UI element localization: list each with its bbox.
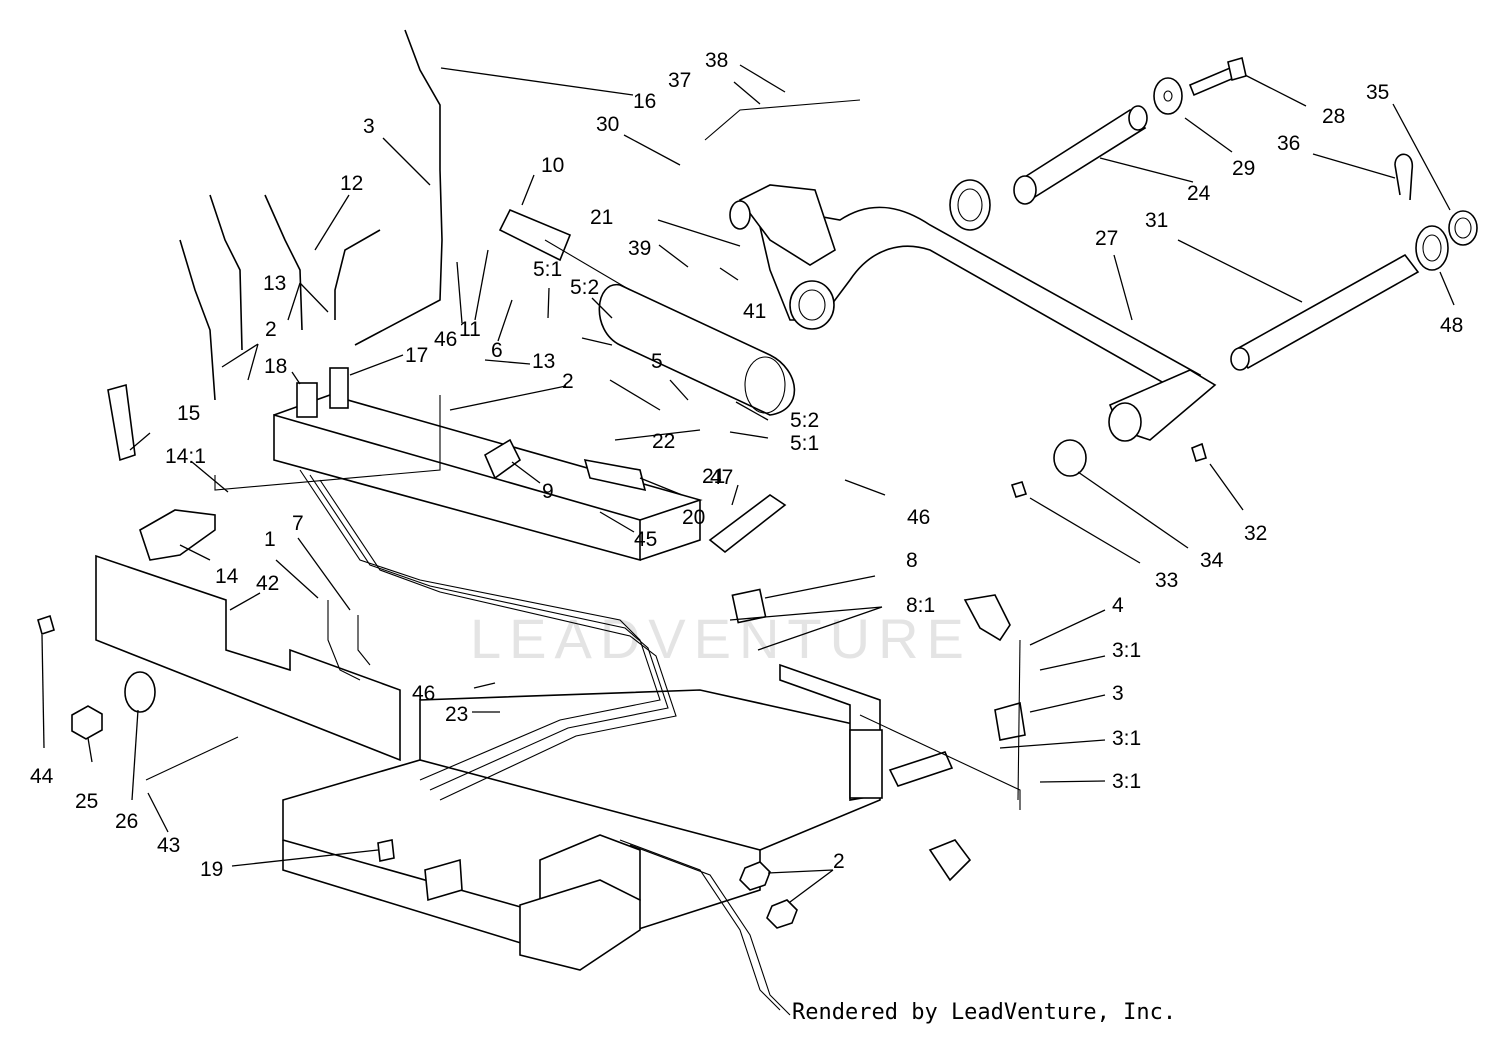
callout-46: 46	[907, 506, 930, 529]
credit-text: Rendered by LeadVenture, Inc.	[792, 1000, 1177, 1025]
callout-10: 10	[541, 154, 564, 177]
callout-8-1: 8:1	[906, 594, 935, 617]
callout-6: 6	[491, 339, 503, 362]
callout-36: 36	[1277, 132, 1300, 155]
callout-3: 3	[1112, 682, 1124, 705]
callout-1: 1	[264, 528, 276, 551]
lift-arm-assembly	[37, 29, 1478, 1016]
callout-5-1: 5:1	[790, 432, 819, 455]
callout-2: 2	[265, 318, 277, 341]
callout-45: 45	[634, 528, 657, 551]
callout-35: 35	[1366, 81, 1389, 104]
callout-46: 46	[412, 682, 435, 705]
callout-26: 26	[115, 810, 138, 833]
callout-16: 16	[633, 90, 656, 113]
callout-5-2: 5:2	[790, 409, 819, 432]
callout-7: 7	[292, 512, 304, 535]
callout-17: 17	[405, 344, 428, 367]
callout-47: 47	[710, 466, 733, 489]
callout-2: 2	[562, 370, 574, 393]
callout-27: 27	[1095, 227, 1118, 250]
callout-12: 12	[340, 172, 363, 195]
callout-25: 25	[75, 790, 98, 813]
callout-15: 15	[177, 402, 200, 425]
callout-29: 29	[1232, 157, 1255, 180]
callout-labels: 1 2 2 2 3 3 3:1 3:1 3:1 4 5 5:1 5:1 5:2 …	[30, 49, 1463, 881]
leader-lines	[41, 64, 1455, 903]
callout-39: 39	[628, 237, 651, 260]
callout-2: 2	[833, 850, 845, 873]
callout-3-1: 3:1	[1112, 770, 1141, 793]
callout-13: 13	[532, 350, 555, 373]
callout-3-1: 3:1	[1112, 727, 1141, 750]
callout-21: 21	[702, 465, 725, 488]
callout-37: 37	[668, 69, 691, 92]
callout-48: 48	[1440, 314, 1463, 337]
callout-38: 38	[705, 49, 728, 72]
callout-5: 5	[651, 350, 663, 373]
callout-11: 11	[459, 318, 481, 341]
callout-44: 44	[30, 765, 54, 788]
callout-30: 30	[596, 113, 619, 136]
callout-42: 42	[256, 572, 279, 595]
callout-41: 41	[743, 300, 766, 323]
callout-23: 23	[445, 703, 468, 726]
callout-18: 18	[264, 355, 287, 378]
callout-28: 28	[1322, 105, 1345, 128]
callout-32: 32	[1244, 522, 1267, 545]
callout-24: 24	[1187, 182, 1211, 205]
callout-4: 4	[1112, 594, 1124, 617]
callout-14: 14	[215, 565, 239, 588]
callout-14-1: 14:1	[165, 445, 206, 468]
callout-46: 46	[434, 328, 457, 351]
callout-8: 8	[906, 549, 918, 572]
callout-19: 19	[200, 858, 223, 881]
callout-21: 21	[590, 206, 613, 229]
callout-22: 22	[652, 430, 675, 453]
callout-31: 31	[1145, 209, 1168, 232]
callout-5-1: 5:1	[533, 258, 562, 281]
callout-43: 43	[157, 834, 180, 857]
callout-3: 3	[363, 115, 375, 138]
callout-9: 9	[542, 480, 554, 503]
callout-34: 34	[1200, 549, 1224, 572]
callout-5-2: 5:2	[570, 276, 599, 299]
callout-20: 20	[682, 506, 705, 529]
callout-33: 33	[1155, 569, 1178, 592]
callout-3-1: 3:1	[1112, 639, 1141, 662]
callout-13: 13	[263, 272, 286, 295]
